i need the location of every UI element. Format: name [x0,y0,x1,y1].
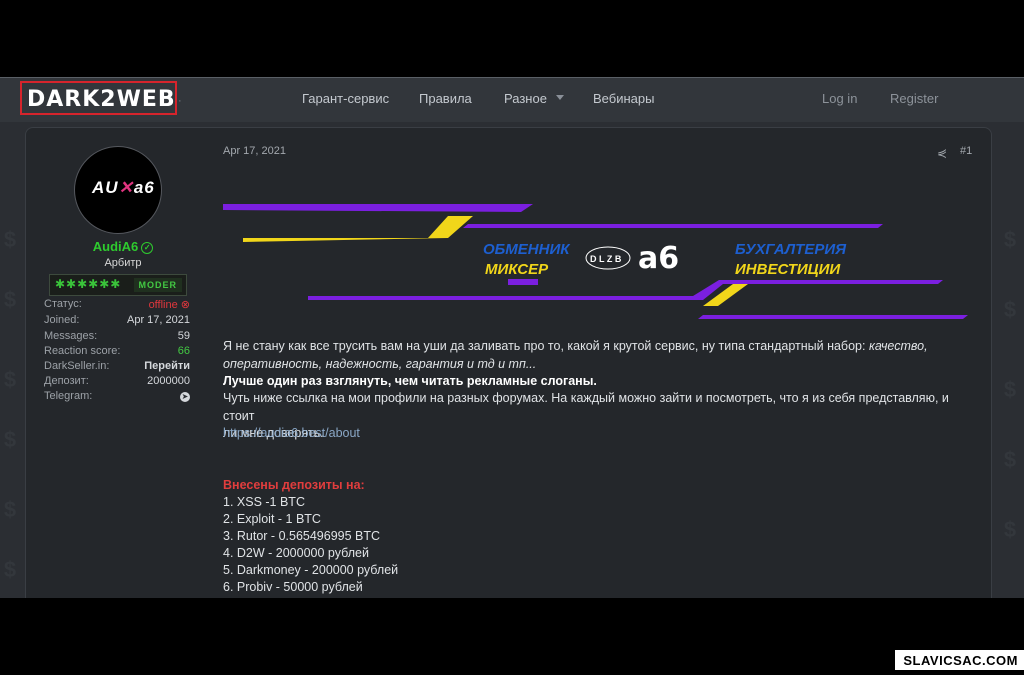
profiles-text-a: Чуть ниже ссылка на мои профили на разны… [223,391,949,423]
banner-purple-mid-shape [463,224,883,228]
about-link[interactable]: https://audia6.best/about [223,426,360,440]
login-link[interactable]: Log in [822,91,858,106]
nav-misc[interactable]: Разное [504,91,547,106]
deposit-item: 4. D2W - 2000000 рублей [223,546,369,560]
slogan-line: Лучше один раз взглянуть, чем читать рек… [223,373,983,391]
banner-exchange-text: ОБМЕННИК [483,241,571,258]
ad-banner: ОБМЕННИК МИКСЕР D L Z B a6 БУХГАЛТЕРИЯ И… [223,204,968,319]
banner-yellow-top-shape [243,216,473,242]
post-date[interactable]: Apr 17, 2021 [223,145,286,157]
stat-value: 66 [177,345,190,357]
rank-badge: ✱✱✱✱✱✱ MODER [49,274,187,296]
banner-a6-logo: a6 [638,241,679,276]
dollar-watermark-icon: $ [3,287,17,312]
dot-separator: · [178,95,182,107]
dollar-watermark-icon: $ [1003,517,1017,542]
dollar-watermark-icon: $ [1003,227,1017,252]
banner-accounting-text: БУХГАЛТЕРИЯ [735,241,847,258]
intro-italic-b: оперативность, надежность, гарантия и тд… [223,356,537,371]
rank-label: MODER [133,278,182,292]
stat-value: Apr 17, 2021 [127,314,190,326]
about-link-row: https://audia6.best/about [223,425,983,443]
slogan-text: Лучше один раз взглянуть, чем читать рек… [223,374,597,388]
telegram-link[interactable]: ➤ [180,390,190,402]
dollar-watermark-icon: $ [1003,447,1017,472]
deposits-heading: Внесены депозиты на: [223,477,983,495]
banner-purple-base-shape [698,315,968,319]
deposits-heading-text: Внесены депозиты на: [223,478,365,492]
darkseller-link[interactable]: Перейти [144,360,190,372]
nav-garant[interactable]: Гарант-сервис [302,91,390,106]
banner-circle-text: D L Z B [590,254,622,264]
avatar-text-au: AU [92,178,119,197]
banner-sub-label [508,279,538,285]
stat-value: 2000000 [147,375,190,387]
nav-rules[interactable]: Правила [419,91,472,106]
source-tag: SLAVICSAC.COM [895,650,1024,670]
top-navigation-bar: DARK2WEB · Гарант-сервис Правила Разное … [0,77,1024,122]
dollar-watermark-icon: $ [3,227,17,252]
deposit-item: 6. Probiv - 50000 рублей [223,580,363,594]
dollar-watermark-icon: $ [3,427,17,452]
stat-key: Депозит: [44,375,89,387]
intro-paragraph: Я не стану как все трусить вам на уши да… [223,338,983,373]
forum-screen: DARK2WEB · Гарант-сервис Правила Разное … [0,77,1024,598]
stat-key: Reaction score: [44,345,121,357]
avatar-logo: AU✕a6 [92,178,155,197]
profiles-text-b: ли мне доверять. [223,426,324,440]
intro-italic-a: качество, [868,339,928,353]
banner-purple-bottom-shape [308,280,943,300]
dollar-watermark-icon: $ [1003,297,1017,322]
dollar-watermark-icon: $ [1003,377,1017,402]
banner-invest-text: ИНВЕСТИЦИИ [735,261,841,278]
nav-webinars[interactable]: Вебинары [593,91,655,106]
register-link[interactable]: Register [890,91,939,106]
post-content: Apr 17, 2021 ⋞ #1 ОБМЕННИК МИКСЕР D L Z … [223,128,983,598]
chevron-down-icon[interactable] [556,95,564,100]
avatar[interactable]: AU✕a6 [74,146,162,234]
deposit-item: 1. XSS -1 BTC [223,495,305,509]
deposit-item: 3. Rutor - 0.565496995 BTC [223,529,381,543]
intro-text: Я не стану как все трусить вам на уши да… [223,339,869,353]
share-icon[interactable]: ⋞ [937,146,948,160]
banner-circle-logo [585,246,631,270]
verified-icon: ✓ [141,241,154,254]
stat-key: Статус: [44,298,82,310]
post-number[interactable]: #1 [960,145,973,157]
forum-post: AU✕a6 AudiA6✓ Арбитр ✱✱✱✱✱✱ MODER Статус… [25,127,992,598]
banner-purple-top-shape [223,204,533,212]
dollar-watermark-icon: $ [3,367,17,392]
banner-yellow-bottom-shape [703,284,748,306]
deposit-item: 5. Darkmoney - 200000 рублей [223,563,399,577]
user-panel: AU✕a6 AudiA6✓ Арбитр ✱✱✱✱✱✱ MODER Статус… [38,128,208,598]
site-logo[interactable]: DARK2WEB [20,81,177,115]
stat-value: offline ⊗ [148,299,190,311]
username-text: AudiA6 [92,239,139,254]
deposit-item: 2. Exploit - 1 BTC [223,512,321,526]
dollar-watermark-icon: $ [3,497,17,522]
profiles-paragraph: Чуть ниже ссылка на мои профили на разны… [223,390,983,443]
stars-icon: ✱✱✱✱✱✱ [55,277,122,291]
banner-mixer-text: МИКСЕР [485,261,549,278]
stat-value: 59 [177,330,190,342]
stat-key: Joined: [44,314,80,326]
stat-key: DarkSeller.in: [44,360,110,372]
stat-key: Telegram: [44,390,93,402]
stat-key: Messages: [44,330,98,342]
avatar-text-a6: a6 [133,178,155,197]
user-title: Арбитр [104,257,142,269]
username[interactable]: AudiA6✓ [38,239,208,254]
logo-text: DARK2WEB [27,87,176,112]
dollar-watermark-icon: $ [3,557,17,582]
telegram-icon: ➤ [180,392,190,402]
